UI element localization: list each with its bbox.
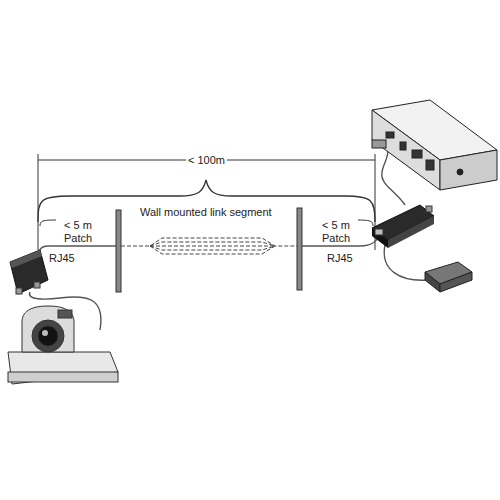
wall-plate (297, 208, 302, 290)
label-text: RJ45 (47, 252, 77, 265)
label-text: < 5 m Patch (56, 219, 100, 244)
label-text: RJ45 (325, 252, 355, 265)
wall-cable (121, 238, 297, 254)
label-text: Wall mounted link segment (138, 206, 274, 219)
left-extender (10, 250, 48, 294)
wall-plate (116, 210, 121, 292)
right-extender (372, 205, 434, 248)
power-cable (384, 245, 428, 280)
dimension-tick (38, 154, 39, 250)
brace (38, 180, 375, 222)
codec-unit (372, 100, 497, 190)
label-text: < 5 m Patch (314, 219, 358, 244)
power-supply (425, 262, 472, 292)
label-text: < 100m (186, 154, 227, 167)
ptz-camera (8, 306, 118, 384)
